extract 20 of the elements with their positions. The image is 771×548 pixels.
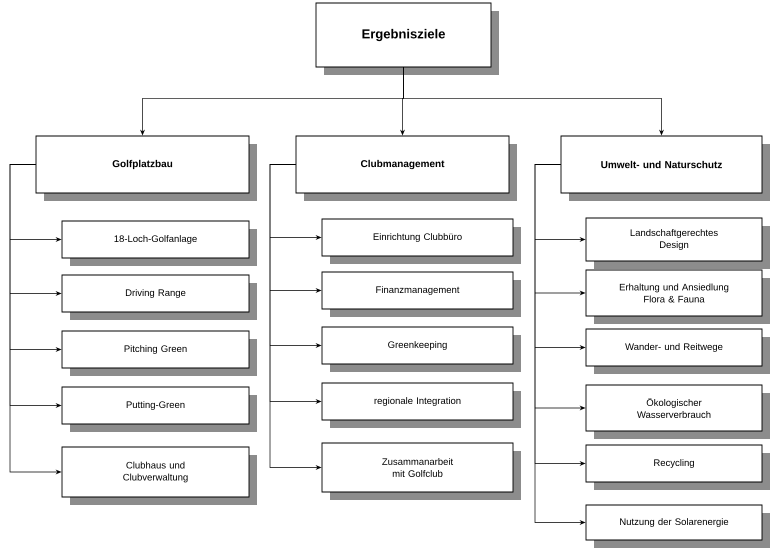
process-box: Greenkeeping bbox=[322, 326, 521, 372]
process-box: Clubmanagement bbox=[296, 136, 517, 201]
process-box: Pitching Green bbox=[62, 330, 257, 376]
process-box: Clubhaus und Clubverwaltung bbox=[62, 446, 257, 505]
process-box: Einrichtung Clubbüro bbox=[322, 218, 521, 264]
process-box: Erhaltung und Ansiedlung Flora & Fauna bbox=[586, 270, 770, 324]
process-box: Wander- und Reitwege bbox=[586, 328, 770, 374]
process-box: Recycling bbox=[586, 444, 770, 490]
process-box: Landschaftgerechtes Design bbox=[586, 218, 770, 269]
process-box: Golfplatzbau bbox=[36, 136, 257, 201]
process-box: Finanzmanagement bbox=[322, 272, 521, 317]
process-box: Ökologischer Wasserverbrauch bbox=[586, 384, 770, 439]
process-box: Ergebnisziele bbox=[316, 2, 499, 75]
process-box: regionale Integration bbox=[322, 382, 521, 428]
process-box: Umwelt- und Naturschutz bbox=[560, 136, 770, 201]
process-box: Zusammanarbeit mit Golfclub bbox=[322, 442, 521, 500]
process-box: 18-Loch-Golfanlage bbox=[62, 220, 257, 266]
process-box: Nutzung der Solarenergie bbox=[586, 504, 770, 548]
process-box: Putting-Green bbox=[62, 386, 257, 432]
process-box: Driving Range bbox=[62, 274, 257, 320]
